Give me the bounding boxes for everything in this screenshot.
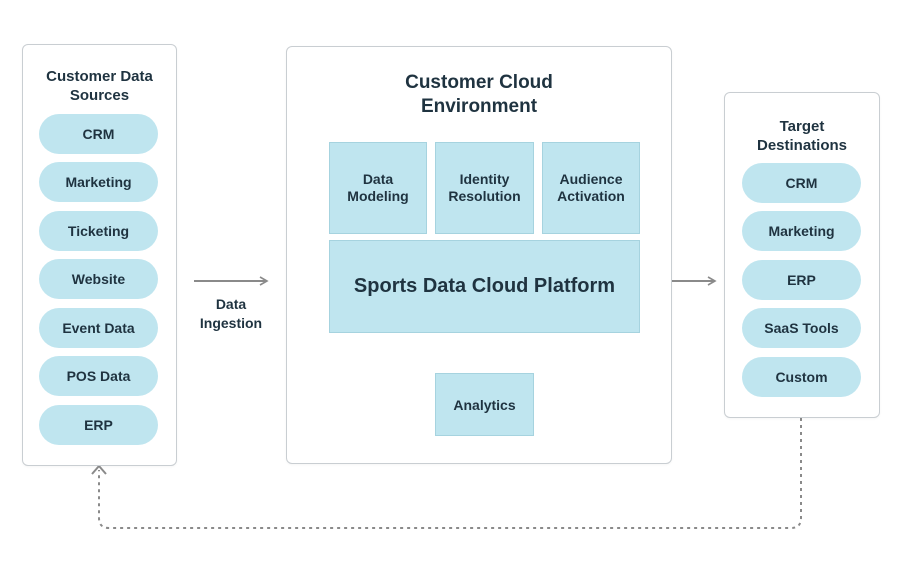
source-item-event-data: Event Data — [39, 308, 158, 348]
target-item-erp: ERP — [742, 260, 861, 300]
target-item-crm: CRM — [742, 163, 861, 203]
module-identity-resolution: Identity Resolution — [435, 142, 534, 234]
customer-data-sources-panel: Customer Data Sources CRM Marketing Tick… — [22, 44, 177, 466]
source-item-crm: CRM — [39, 114, 158, 154]
targets-title-text: Target Destinations — [756, 118, 847, 154]
source-item-erp: ERP — [39, 405, 158, 445]
sources-title: Customer Data Sources — [46, 68, 153, 104]
cloud-title: Customer Cloud Environment — [287, 71, 671, 119]
module-audience-activation: Audience Activation — [542, 142, 640, 234]
feedback-loop-arrowhead — [91, 464, 107, 475]
source-item-pos-data: POS Data — [39, 356, 158, 396]
source-item-website: Website — [39, 259, 158, 299]
analytics-box: Analytics — [435, 373, 534, 436]
module-data-modeling-label: Data Modeling — [347, 171, 409, 204]
analytics-label: Analytics — [453, 396, 516, 413]
target-destinations-panel: Target Destinations CRM Marketing ERP Sa… — [724, 92, 880, 418]
target-item-saas-tools: SaaS Tools — [742, 308, 861, 348]
data-ingestion-label: Data Ingestion — [199, 296, 263, 331]
targets-title: Target Destinations — [725, 117, 879, 155]
target-item-custom: Custom — [742, 357, 861, 397]
module-identity-resolution-label: Identity Resolution — [448, 171, 521, 204]
source-item-marketing: Marketing — [39, 162, 158, 202]
customer-cloud-environment-panel: Customer Cloud Environment Data Modeling… — [286, 46, 672, 464]
feedback-loop-path — [98, 418, 802, 529]
target-item-marketing: Marketing — [742, 211, 861, 251]
cloud-title-text: Customer Cloud Environment — [405, 72, 553, 117]
module-audience-activation-label: Audience Activation — [557, 171, 625, 204]
sports-data-cloud-platform: Sports Data Cloud Platform — [329, 240, 640, 333]
platform-label: Sports Data Cloud Platform — [353, 275, 616, 297]
source-item-ticketing: Ticketing — [39, 211, 158, 251]
module-data-modeling: Data Modeling — [329, 142, 427, 234]
